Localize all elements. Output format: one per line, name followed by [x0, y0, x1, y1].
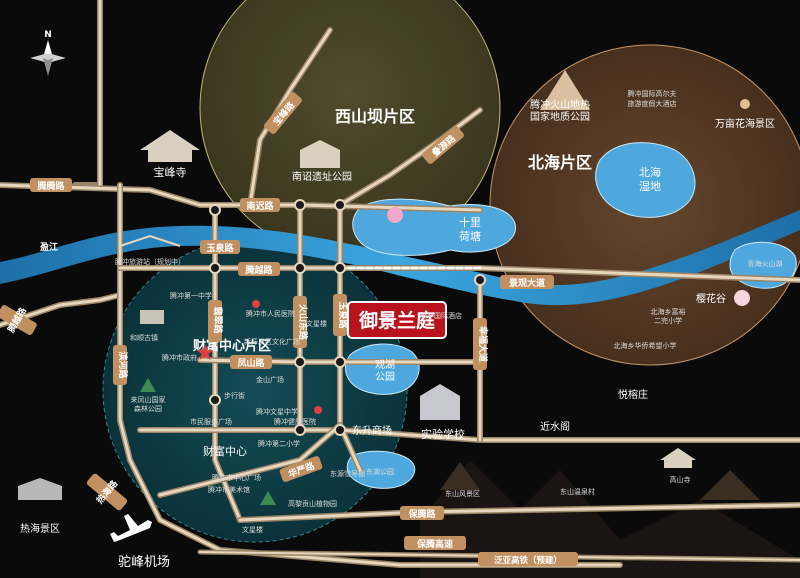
lotus-icon	[387, 207, 403, 223]
road-label-binhe: 滨河路	[117, 351, 129, 379]
poi-laifeng-line1: 来凤山国家	[131, 395, 166, 404]
poi-dongshan: 东山风景区	[445, 489, 480, 498]
poi-wenxing: 文星楼	[242, 525, 263, 534]
gate-icon	[300, 140, 340, 168]
poi-qinghai: 青海火山湖	[748, 259, 783, 268]
poi-dongshan2: 东山温泉村	[560, 487, 595, 496]
poi-shiyan: 实验学校	[421, 427, 465, 441]
airplane-icon	[110, 514, 152, 542]
poi-beihai-school: 北海乡华侨希望小学	[614, 341, 677, 350]
poi-baofengsi: 宝峰寺	[154, 165, 187, 179]
poi-hospital: 腾冲市人民医院	[246, 309, 295, 318]
poi-gaoshan: 高山寺	[670, 475, 691, 484]
poi-wanmu: 万亩花海景区	[715, 117, 775, 130]
mountain-icon	[440, 462, 480, 490]
compass-icon: N	[30, 30, 66, 76]
government-star-icon	[196, 344, 214, 360]
poi-guanhu-line1: 观湖	[375, 359, 395, 371]
poi-rehai: 热海景区	[20, 522, 60, 535]
poi-beihai-school2-line1: 北海乡富裕	[651, 307, 686, 316]
beihai-zone-title: 北海片区	[528, 153, 592, 172]
road-label-nanchi: 南迟路	[246, 200, 274, 212]
poi-guoji-line1: 腾冲国际高尔夫	[628, 89, 677, 98]
poi-laifeng-line2: 森林公园	[134, 404, 162, 413]
poi-wenhuajie: 文星楼	[306, 319, 327, 328]
poi-jinshuige: 近水阁	[540, 420, 570, 433]
poi-zhiwu: 高黎贡山植物园	[288, 499, 337, 508]
poi-beihai-wet-line2: 湿地	[639, 180, 661, 193]
road-labels: 腾腾路 宝峰路 叠源路 南迟路 玉泉路 腾越路 翡翠路 火山东路 玉泉路 凤山路…	[0, 92, 578, 566]
hotspring-icon	[18, 478, 62, 500]
poi-beihai-school2-line2: 二完小学	[654, 316, 682, 325]
road-label-baoteng: 保腾路	[407, 508, 436, 520]
project-badge[interactable]	[347, 301, 447, 339]
poi-dihuo-line1: 腾冲火山地热	[530, 98, 590, 111]
poi-tuofeng: 驼峰机场	[118, 554, 170, 570]
sakura-icon	[734, 290, 750, 306]
poi-beihai-wet-line1: 北海	[639, 165, 661, 179]
intersections	[209, 199, 486, 436]
poi-heshun: 和顺古镇	[130, 333, 158, 342]
poi-shili-line1: 十里	[459, 215, 481, 229]
xishanba-zone-title: 西山坝片区	[335, 107, 415, 126]
station-icon	[119, 234, 181, 247]
yingjiang-river	[0, 210, 800, 306]
poi-buxing: 步行街	[224, 391, 245, 400]
mountain-shadow	[420, 460, 800, 578]
poi-gov: 腾冲市政府	[162, 353, 197, 362]
poi-jiankang: 腾冲健康医院	[274, 417, 316, 426]
road-label-yuquan: 玉泉路	[206, 242, 234, 254]
poi-nanzhao: 南诏遗址公园	[292, 170, 352, 183]
poi-duoyi: 腾冲国际酒店	[420, 311, 462, 320]
tree-icon	[140, 378, 156, 392]
poi-dihuo-line2: 国家地质公园	[530, 110, 590, 123]
poi-station: 腾冲旅游站（规划中）	[115, 257, 185, 266]
hospital-icon	[252, 300, 260, 308]
poi-donghu: 东湖公园	[366, 467, 394, 476]
gaoshan-temple-icon	[660, 448, 696, 460]
poi-wenhua: 腾冲文星中学	[256, 407, 298, 416]
flower-icon	[740, 99, 750, 109]
poi-caifuzhongxin: 财富中心	[203, 444, 247, 458]
project-name: 御景兰庭	[358, 309, 435, 332]
road-label-fengshan: 凤山路	[237, 357, 265, 369]
road-label-jingguan: 景观大道	[509, 277, 545, 289]
road-label-cuixiang: 翡翠路	[212, 306, 224, 334]
clinic-icon	[314, 406, 322, 414]
project-marker[interactable]: 御景兰庭	[347, 301, 447, 339]
poi-shili-line2: 荷塘	[459, 229, 481, 243]
poi-yinghua: 樱花谷	[696, 292, 726, 305]
poi-houqiao: 腾冲市美术馆	[208, 485, 250, 494]
temple-icon	[140, 130, 200, 150]
beihai-wetland-lake	[595, 142, 696, 218]
poi-dongyuan: 东源雪号棚	[330, 469, 365, 478]
compass-north-label: N	[44, 30, 52, 40]
poi-jinshan: 金山广场	[256, 375, 284, 384]
poi-icons	[18, 70, 760, 542]
poi-keji: 新开发区文化广场	[244, 337, 300, 346]
river-label: 盈江	[39, 241, 58, 253]
village-icon	[140, 310, 164, 324]
poi-guoji-line2: 旅游度假大酒店	[628, 99, 677, 108]
poi-yuege: 悦榕庄	[618, 388, 648, 401]
school-icon	[420, 384, 460, 420]
road-label-xingfu: 幸福大道	[477, 326, 489, 362]
road-label-baoteng-highway: 保腾高速	[416, 538, 453, 550]
road-label-yuquan-vertical: 玉泉路	[337, 301, 349, 329]
road-label-tengyue: 腾越路	[244, 264, 273, 276]
poi-guanhu-line2: 公园	[375, 371, 395, 383]
poi-shishang: 腾冲市中心广场	[212, 473, 261, 482]
poi-labels: 宝峰寺 南诏遗址公园 腾冲火山地热 国家地质公园 腾冲国际高尔夫 旅游度假大酒店…	[20, 89, 783, 570]
poi-xiaoxue: 腾冲第二小学	[258, 439, 300, 448]
guanhu-lake	[345, 343, 420, 395]
road-label-huoshandong: 火山东路	[297, 304, 309, 341]
donghu-lake	[346, 450, 416, 489]
volcano-icon	[540, 70, 590, 110]
poi-shimin: 市民服务广场	[190, 417, 232, 426]
road-label-fanya: 泛亚高铁（预建）	[494, 555, 562, 566]
poi-dongsheng: 东升商场	[352, 424, 392, 437]
road-label-tengteng: 腾腾路	[36, 180, 65, 192]
poi-zhongxue: 腾冲第一中学	[170, 291, 212, 300]
